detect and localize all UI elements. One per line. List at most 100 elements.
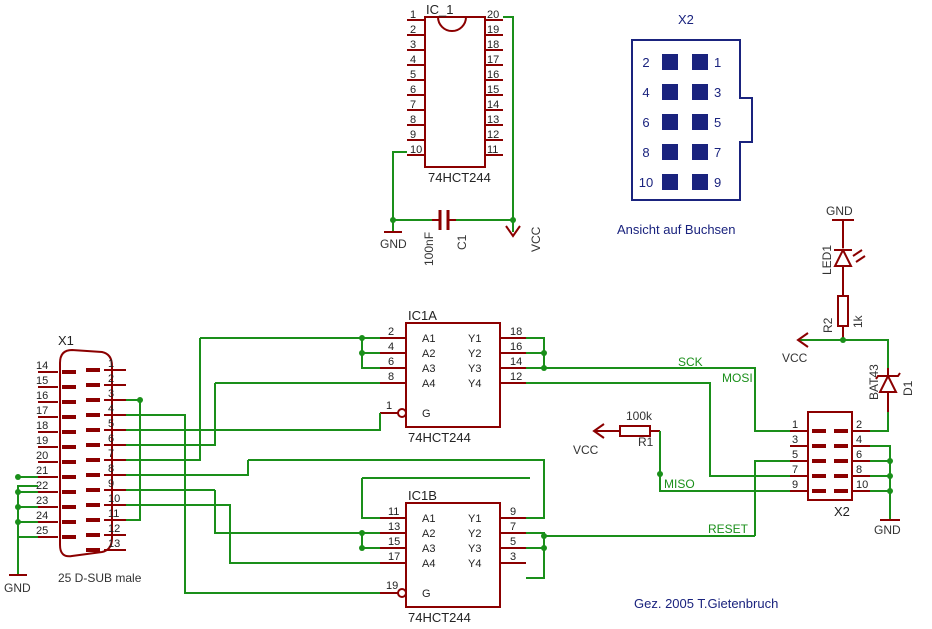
buf-pin-label: A2 [422, 528, 435, 540]
buf-pin-num: 11 [388, 506, 399, 518]
x1-pin-num: 14 [36, 360, 48, 372]
x2-socket-num: 4 [642, 85, 649, 100]
x1-ref: X1 [58, 333, 74, 348]
x1-pin-num: 18 [36, 420, 48, 432]
x1-pin-num: 8 [108, 463, 114, 475]
x2-socket-num: 6 [642, 115, 649, 130]
buf-pin-label: Y1 [468, 333, 481, 345]
gnd-label-led: GND [826, 204, 853, 218]
buf-pin-num: 17 [388, 551, 400, 563]
c1-ref: C1 [455, 234, 469, 250]
x1-pin-num: 4 [108, 403, 114, 415]
buf-pin-num: 12 [510, 371, 522, 383]
vcc-label-led: VCC [782, 351, 808, 365]
buf-pin-label: G [422, 408, 431, 420]
x2-socket-num: 5 [714, 115, 721, 130]
x1-pin-num: 17 [36, 405, 48, 417]
x2-socket-pad [662, 54, 678, 70]
buf-pin-label: Y2 [468, 528, 481, 540]
x1-pin-num: 20 [36, 450, 48, 462]
x2h-pin-num: 7 [792, 464, 798, 476]
d1-value: BAT43 [867, 364, 881, 400]
ic1-pin-num: 11 [487, 144, 498, 156]
x2-socket-num: 10 [639, 175, 653, 190]
x1-pin-num: 25 [36, 525, 48, 537]
buf-pin-num: 15 [388, 536, 400, 548]
ic1-ref: IC_1 [426, 2, 453, 17]
x2h-pin-num: 8 [856, 464, 862, 476]
x2-socket-num: 9 [714, 175, 721, 190]
ic1-pin-num: 6 [410, 84, 416, 96]
x1-dsub-connector: X1 1415161718192021222324251234567891011… [4, 333, 142, 595]
buf-pin-label: Y4 [468, 558, 481, 570]
x2-socket-num: 8 [642, 145, 649, 160]
x1-pin-num: 12 [108, 523, 120, 535]
buf-pin-num: 16 [510, 341, 522, 353]
x2-caption: Ansicht auf Buchsen [617, 222, 736, 237]
c1-value: 100nF [422, 232, 436, 266]
x2-socket-pad [692, 84, 708, 100]
ic1-pin-num: 17 [487, 54, 499, 66]
buf-pin-label: A4 [422, 558, 435, 570]
ic1-pin-num: 9 [410, 129, 416, 141]
buf-pin-num: 7 [510, 521, 516, 533]
x1-pin-num: 3 [108, 388, 114, 400]
buf-pin-label: Y1 [468, 513, 481, 525]
net-sck: SCK [678, 355, 703, 369]
gnd-label-ic1: GND [380, 237, 407, 251]
ic1-pin-num: 7 [410, 99, 416, 111]
led-ref: LED1 [820, 245, 834, 275]
ic1-pin-num: 14 [487, 99, 499, 111]
x2h-pin-num: 10 [856, 479, 868, 491]
x1-pin-num: 23 [36, 495, 48, 507]
x1-pin-num: 1 [108, 358, 114, 370]
x1-pin-num: 22 [36, 480, 48, 492]
d1-ref: D1 [901, 380, 915, 396]
x2-socket-pad [692, 174, 708, 190]
x2-socket-pad [662, 84, 678, 100]
ic1-power-wiring: 100nF C1 GND VCC [380, 16, 543, 266]
x2-header-ref: X2 [834, 504, 850, 519]
r2-value: 1k [851, 314, 865, 328]
x1-pin-num: 5 [108, 418, 114, 430]
buf-pin-num: 2 [388, 326, 394, 338]
ic1-pin-num: 16 [487, 69, 499, 81]
buf-pin-num: 19 [386, 580, 398, 592]
gnd-label-x2: GND [874, 523, 901, 537]
x2-socket-pad [662, 114, 678, 130]
x1-pin-num: 10 [108, 493, 120, 505]
x1-pin-num: 7 [108, 448, 114, 460]
buf-pin-label: Y2 [468, 348, 481, 360]
buf-pin-num: 4 [388, 341, 394, 353]
buf-g-bubble [397, 588, 407, 598]
buf-pin-label: G [422, 588, 431, 600]
x1-pin-num: 15 [36, 375, 48, 387]
ic1-pin-num: 10 [410, 144, 422, 156]
ic1-pin-num: 13 [487, 114, 499, 126]
x2-socket-pad [692, 114, 708, 130]
net-mosi: MOSI [722, 371, 753, 385]
x2-socket-num: 7 [714, 145, 721, 160]
x1-pin-num: 24 [36, 510, 48, 522]
x1-pin-num: 2 [108, 373, 114, 385]
r1-value: 100k [626, 409, 653, 423]
buf-pin-label: Y4 [468, 378, 481, 390]
buf-pin-label: A4 [422, 378, 435, 390]
ic1a-part: 74HCT244 [408, 430, 471, 445]
ic1-pin-num: 8 [410, 114, 416, 126]
x2h-pin-num: 6 [856, 449, 862, 461]
x1-pin-num: 6 [108, 433, 114, 445]
x2h-pin-num: 2 [856, 419, 862, 431]
x1-pin-num: 9 [108, 478, 114, 490]
ic1b-part: 74HCT244 [408, 610, 471, 625]
buf-pin-num: 13 [388, 521, 400, 533]
buf-pin-label: A1 [422, 333, 435, 345]
signal-wiring: SCK MOSI MISO RESET [126, 335, 790, 594]
buf-pin-num: 6 [388, 356, 394, 368]
led-resistor-diode: GND LED1 R2 1k VCC BAT43 D1 [782, 204, 915, 432]
ic1-pin-num: 2 [410, 24, 416, 36]
x1-pin-num: 13 [108, 538, 120, 550]
